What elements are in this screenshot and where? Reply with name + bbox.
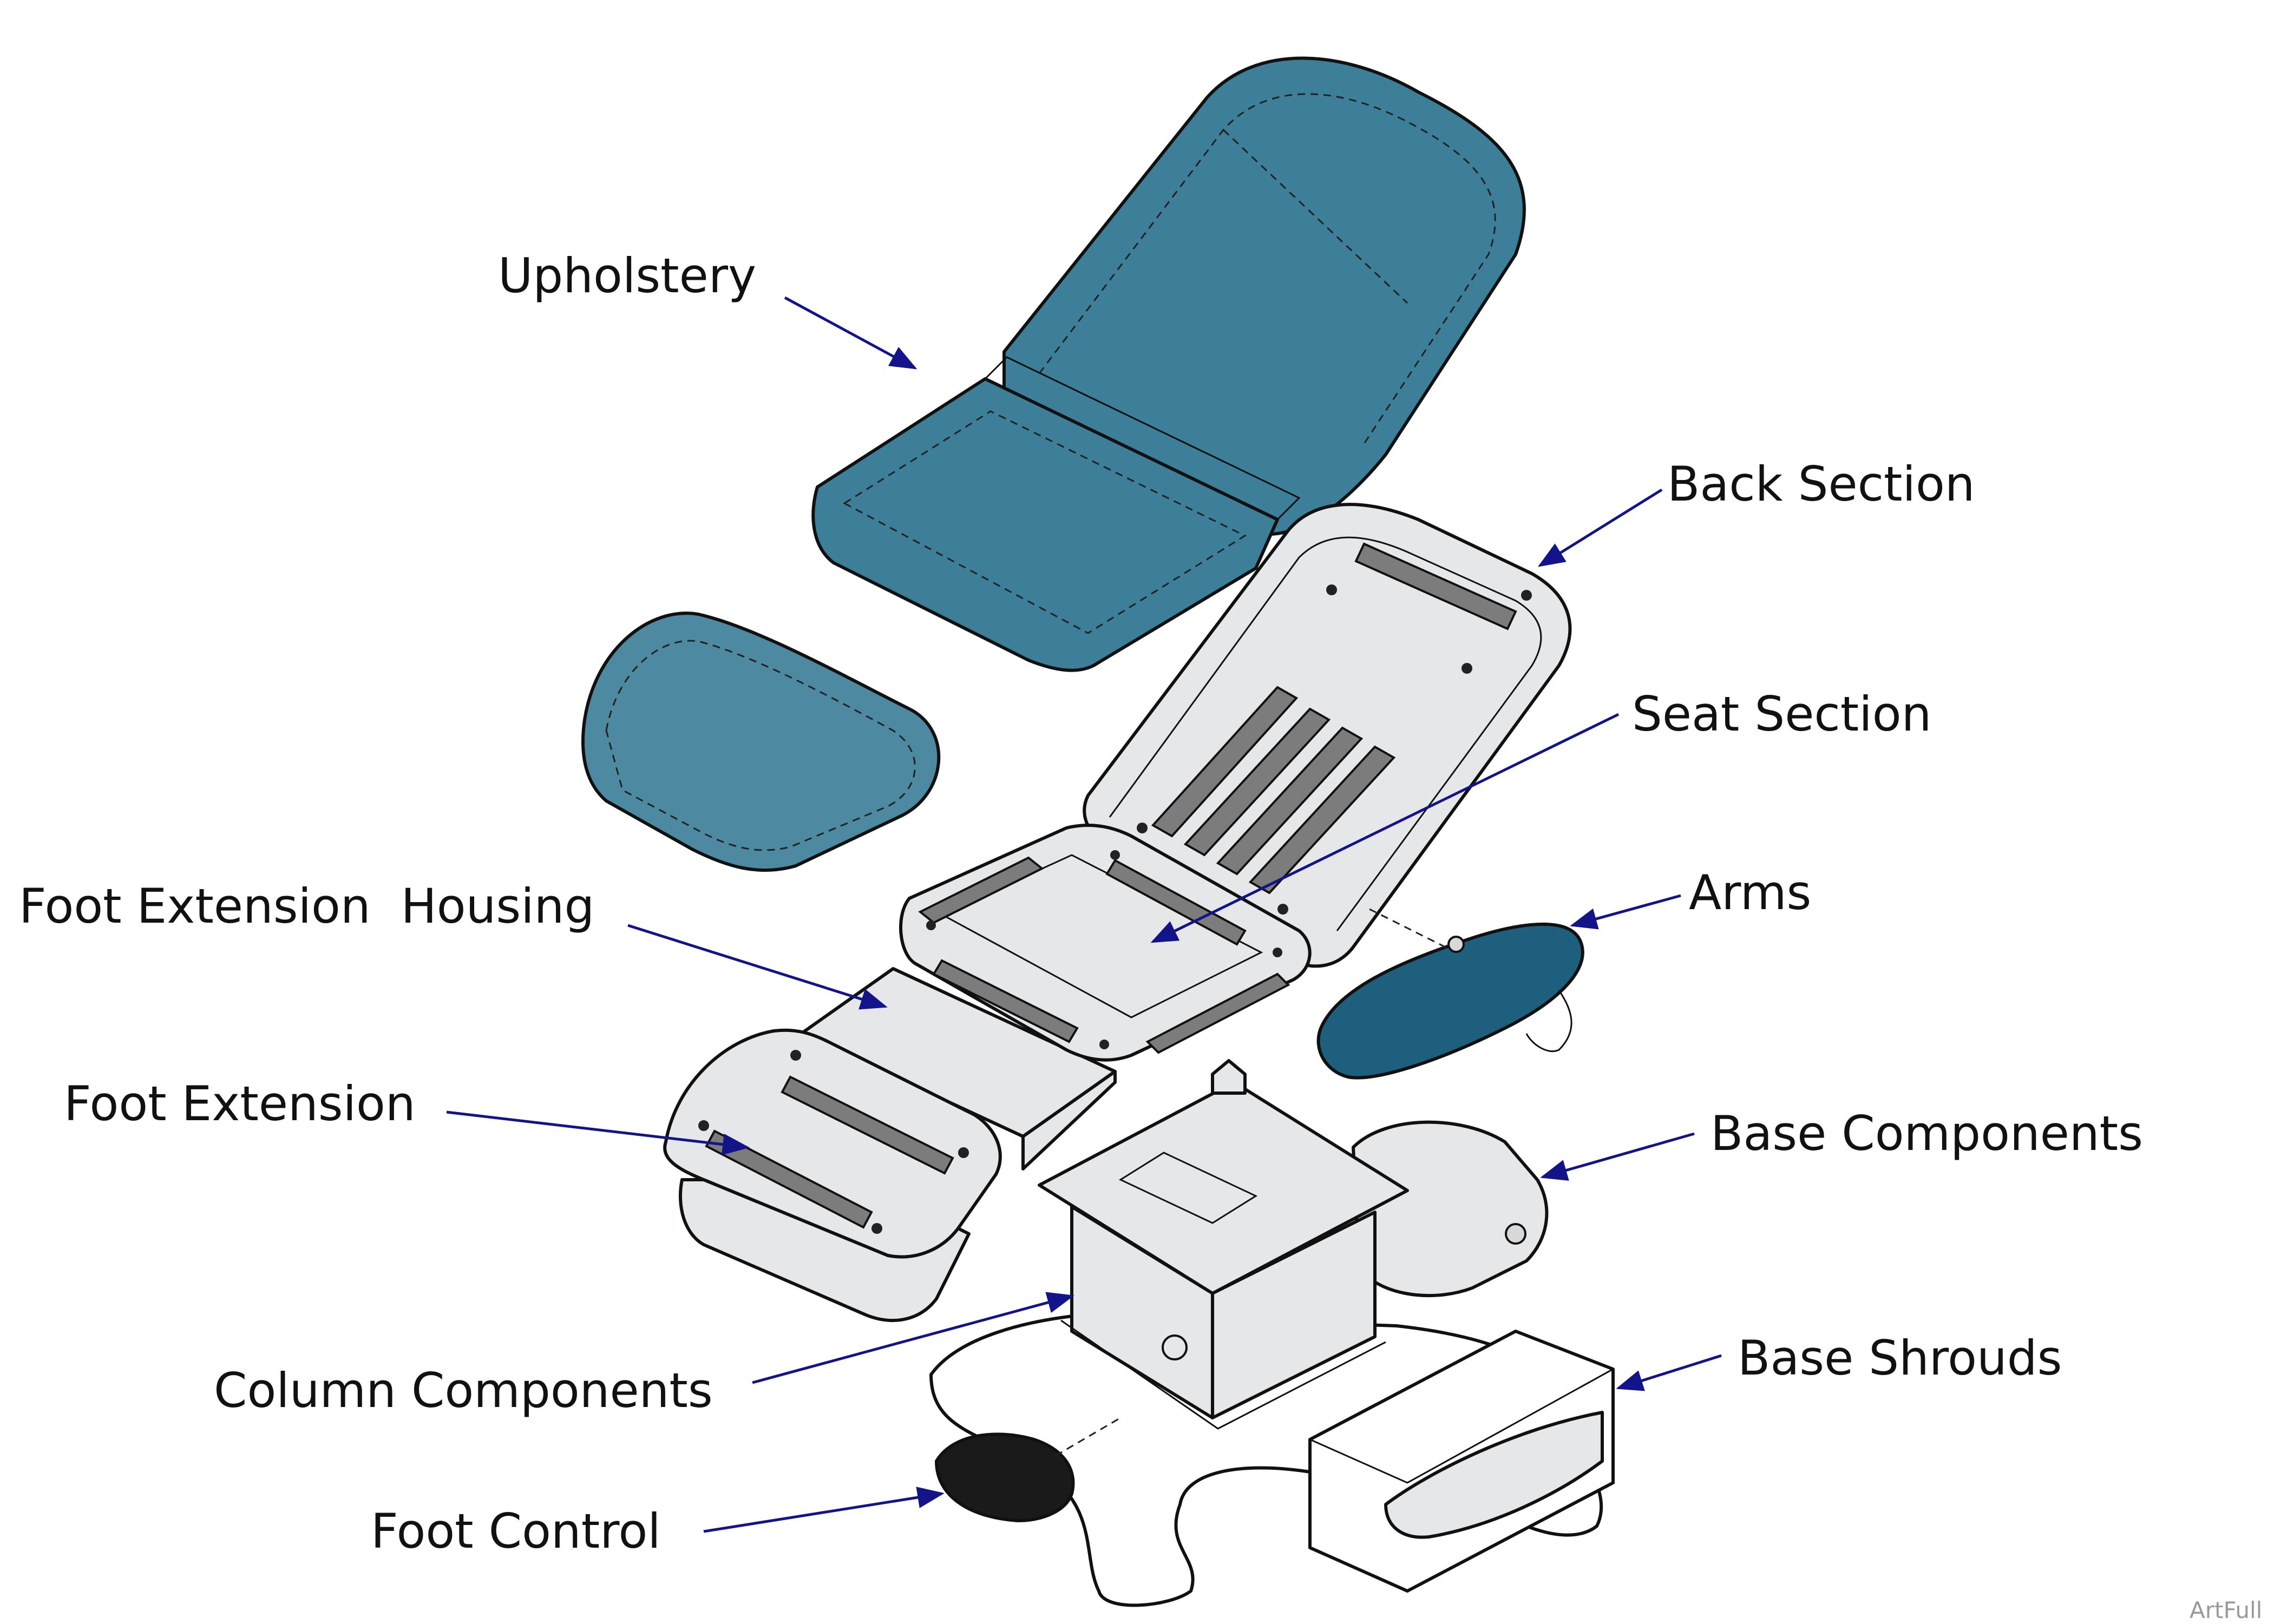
base-components-arrow [1540, 1132, 1695, 1181]
arms-arrow [1570, 894, 1681, 930]
foot-cushion-pad [581, 612, 941, 872]
base-shrouds-arrow [1616, 1354, 1722, 1391]
column-components-label: Column Components [214, 1363, 713, 1418]
base-shrouds-label: Base Shrouds [1738, 1330, 2062, 1386]
foot-control-pedal [935, 1417, 1121, 1522]
foot-extension-housing-arrow [627, 924, 888, 1010]
column-assembly [1038, 1059, 1409, 1430]
upholstery-label: Upholstery [498, 248, 756, 304]
base-components-label: Base Components [1711, 1106, 2143, 1161]
upholstery-arrow [784, 296, 918, 370]
arms-label: Arms [1689, 865, 1811, 921]
column-components-arrow [752, 1292, 1074, 1384]
back-section-arrow [1537, 488, 1663, 567]
foot-extension-arrow [446, 1110, 750, 1155]
base-shroud [1308, 1330, 1615, 1593]
seat-section-arrow [1150, 713, 1620, 943]
foot-control-label: Foot Control [371, 1503, 661, 1559]
arm-pad [1316, 908, 1584, 1080]
foot-extension-housing-label: Foot Extension Housing [19, 878, 594, 934]
watermark: ArtFull [2190, 1597, 2262, 1623]
foot-extension-label: Foot Extension [64, 1076, 416, 1132]
upholstery-seat-cushion [811, 356, 1301, 672]
back-section-label: Back Section [1667, 456, 1975, 512]
seat-section-panel [899, 824, 1312, 1062]
foot-control-arrow [703, 1487, 945, 1533]
back-section-panel [1083, 503, 1572, 968]
seat-section-label: Seat Section [1632, 686, 1931, 742]
